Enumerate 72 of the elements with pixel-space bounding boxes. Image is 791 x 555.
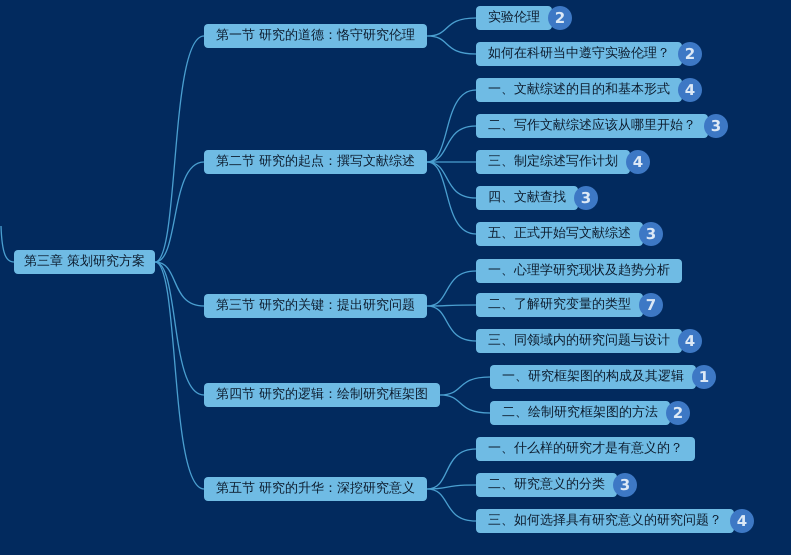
topic-box [476, 509, 734, 533]
topic-box [204, 24, 428, 48]
topic-box [476, 78, 682, 102]
count-badge: 3 [574, 186, 598, 210]
topic-text: 二、绘制研究框架图的方法 [502, 405, 658, 420]
count-badge: 3 [639, 222, 663, 246]
topic-text: 第二节 研究的起点：撰写文献综述 [216, 154, 416, 169]
count-badge: 1 [692, 365, 716, 389]
topic-text: 一、研究框架图的构成及其逻辑 [502, 369, 684, 384]
topic-box [476, 473, 617, 497]
topic-text: 第五节 研究的升华：深挖研究意义 [216, 481, 416, 496]
connector-line [155, 261, 204, 307]
topic-box [476, 259, 682, 283]
topic-box [476, 6, 552, 30]
connector-line [154, 262, 204, 490]
topic-box [204, 383, 440, 407]
topic-box [14, 250, 156, 274]
topic-box [204, 294, 428, 318]
connector-line [440, 394, 490, 414]
topic-box [490, 401, 670, 425]
topic-box [476, 222, 643, 246]
topic-text: 二、写作文献综述应该从哪里开始？ [488, 118, 696, 133]
connector-line [440, 376, 490, 396]
topic-box [490, 365, 696, 389]
count-badge: 2 [678, 42, 702, 66]
connector-line [427, 448, 476, 490]
topic-box [204, 477, 428, 501]
topic-text: 二、了解研究变量的类型 [488, 297, 631, 312]
count-badge: 3 [704, 114, 728, 138]
topic-text: 一、心理学研究现状及趋势分析 [488, 263, 670, 278]
count-badge: 7 [639, 293, 663, 317]
connector-line [426, 89, 476, 163]
count-badge: 3 [613, 473, 637, 497]
topic-box [476, 293, 643, 317]
topic-text: 如何在科研当中遵守实验伦理？ [488, 46, 670, 61]
topic-box [476, 114, 708, 138]
connector-line [427, 488, 476, 522]
connector-line [427, 125, 476, 163]
connector-line [0, 226, 14, 263]
topic-text: 第三节 研究的关键：提出研究问题 [216, 298, 416, 313]
topic-text: 实验伦理 [488, 10, 540, 25]
connector-line [427, 161, 476, 199]
count-badge: 4 [678, 329, 702, 353]
topic-box [476, 437, 695, 461]
connector-line [427, 305, 476, 342]
topic-text: 五、正式开始写文献综述 [488, 226, 631, 241]
topic-text: 三、如何选择具有研究意义的研究问题？ [488, 513, 722, 528]
topic-text: 一、什么样的研究才是有意义的？ [488, 441, 683, 456]
connector-line [426, 161, 476, 235]
connector-line [427, 270, 476, 307]
count-badge: 2 [548, 6, 572, 30]
count-badge: 4 [626, 150, 650, 174]
topic-text: 三、同领域内的研究问题与设计 [488, 333, 670, 348]
count-badge: 4 [678, 78, 702, 102]
topic-text: 三、制定综述写作计划 [488, 154, 618, 169]
count-badge: 2 [666, 401, 690, 425]
topic-text: 第四节 研究的逻辑：绘制研究框架图 [216, 387, 428, 402]
topic-text: 一、文献综述的目的和基本形式 [488, 82, 670, 97]
topic-box [476, 150, 630, 174]
connector-line [427, 35, 476, 55]
topic-text: 第三章 策划研究方案 [24, 254, 146, 269]
connector-line [427, 17, 476, 37]
topic-box [476, 186, 578, 210]
count-badge: 4 [730, 509, 754, 533]
topic-box [204, 150, 428, 174]
topic-box [476, 42, 682, 66]
connector-line [154, 161, 204, 263]
topic-text: 四、文献查找 [488, 190, 566, 205]
topic-text: 二、研究意义的分类 [488, 477, 605, 492]
connector-line [154, 35, 204, 262]
topic-box [476, 329, 682, 353]
topic-text: 第一节 研究的道德：恪守研究伦理 [216, 28, 416, 43]
